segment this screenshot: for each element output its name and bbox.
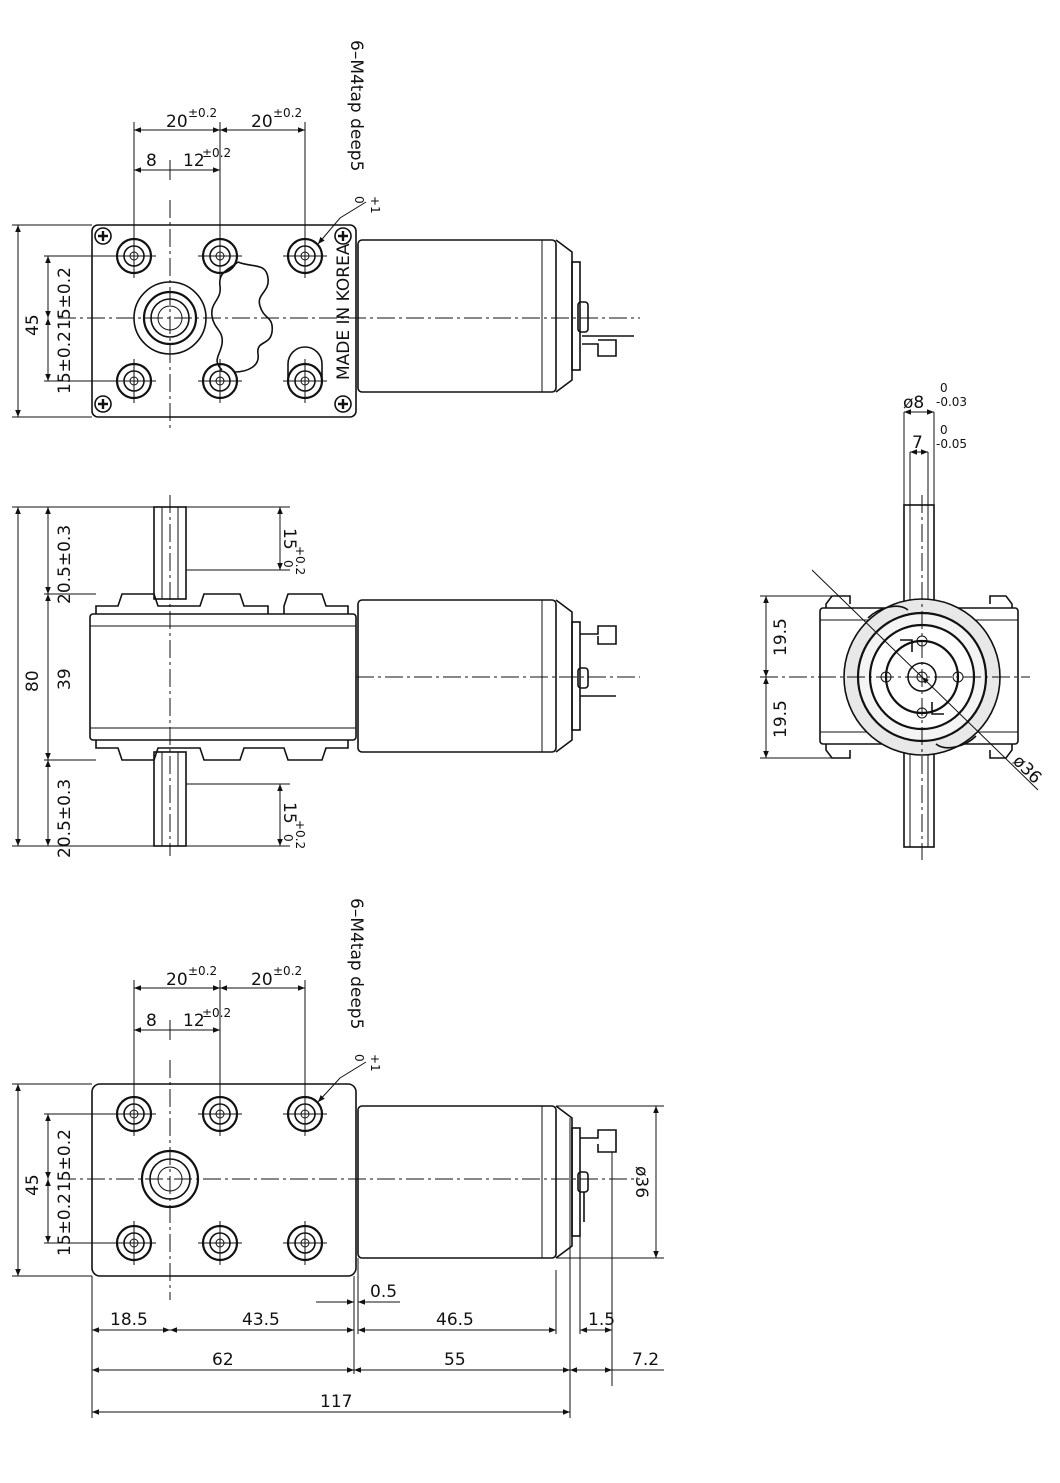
dim-pitch-2-b: 20 [251,970,273,990]
flat-top-tol-upper: +0.2 [293,546,307,575]
flat-bottom-tol-lower: 0 [281,834,295,842]
motor-body-bottom [357,1105,557,1259]
dim-half-1: 15±0.2 [55,267,75,330]
dim-half-1-b: 15±0.2 [55,1129,75,1192]
dim-center: 12 [183,151,205,171]
dim-motor: 55 [444,1350,466,1370]
dim-shaft-bottom: 20.5±0.3 [55,779,75,858]
dim-motor-dia-b: ø36 [631,1166,651,1198]
tap-tol-lower-b: 0 [352,1054,366,1062]
dim-offset: 8 [146,151,157,171]
dim-shaft-top: 20.5±0.3 [55,525,75,604]
dim-motor-dia-end: ø36 [1008,751,1045,788]
shaft-dia-tol-lower: -0.03 [936,395,967,409]
dim-flat-bottom: 15 [279,802,299,824]
dim-terminal: 7.2 [632,1350,659,1370]
dim-half-2-b: 15±0.2 [55,1193,75,1256]
dim-overall: 117 [320,1392,352,1412]
dim-lower: 19.5 [771,700,791,738]
bottom-view: 20 ±0.2 20 ±0.2 8 12 ±0.2 6–M4tap deep5 … [12,898,664,1418]
dim-pitch-1: 20 [166,112,188,132]
gearbox-side [89,613,357,741]
dim-half-2: 15±0.2 [55,331,75,394]
dim-pitch-tol-2-b: ±0.2 [273,964,302,978]
dim-d: 1.5 [588,1310,615,1330]
dim-height: 45 [23,314,43,336]
dim-flat-top: 15 [279,528,299,550]
gearbox-outline [91,224,357,418]
top-view: MADE IN KOREA 20 ±0.2 20 ±0.2 8 12 ±0.2 … [12,40,640,430]
dim-offset-b: 8 [146,1011,157,1031]
dim-center-tol-b: ±0.2 [202,1006,231,1020]
flat-tol-upper: 0 [940,423,948,437]
tap-tol-upper: +1 [368,196,382,214]
flat-top-tol-lower: 0 [281,560,295,568]
shaft-dia-tol-upper: 0 [940,381,948,395]
end-view: ø8 0 -0.03 7 0 -0.05 19.5 19.5 ø36 [760,381,1045,860]
tap-tol-lower: 0 [352,196,366,204]
tap-tol-upper-b: +1 [368,1054,382,1072]
dim-pitch-tol-2: ±0.2 [273,106,302,120]
dim-pitch-1-b: 20 [166,970,188,990]
dim-pitch-tol-1-b: ±0.2 [188,964,217,978]
dim-total: 80 [23,670,43,692]
dim-center-b: 12 [183,1011,205,1031]
motor-side [357,599,557,753]
dim-flat: 7 [912,433,923,453]
dim-height-b: 45 [23,1174,43,1196]
dim-c: 46.5 [436,1310,474,1330]
dim-pitch-tol-1: ±0.2 [188,106,217,120]
flat-bottom-tol-upper: +0.2 [293,820,307,849]
flat-tol-lower: -0.05 [936,437,967,451]
dim-upper: 19.5 [771,618,791,656]
dim-b: 43.5 [242,1310,280,1330]
side-view: 80 20.5±0.3 39 20.5±0.3 15 +0.2 0 15 +0.… [12,495,640,858]
dim-gap: 0.5 [370,1282,397,1302]
tap-note: 6–M4tap deep5 [346,40,366,171]
dim-gearbox: 62 [212,1350,234,1370]
gearbox-outline-bottom [91,1083,357,1277]
dim-center-tol: ±0.2 [202,146,231,160]
made-in-korea-label: MADE IN KOREA [334,243,354,380]
tap-note-b: 6–M4tap deep5 [346,898,366,1029]
dim-shaft-dia: ø8 [903,393,924,413]
dim-body: 39 [55,668,75,690]
motor-body [357,239,557,393]
dim-pitch-2: 20 [251,112,273,132]
slot-outline [287,346,323,399]
dim-a: 18.5 [110,1310,148,1330]
